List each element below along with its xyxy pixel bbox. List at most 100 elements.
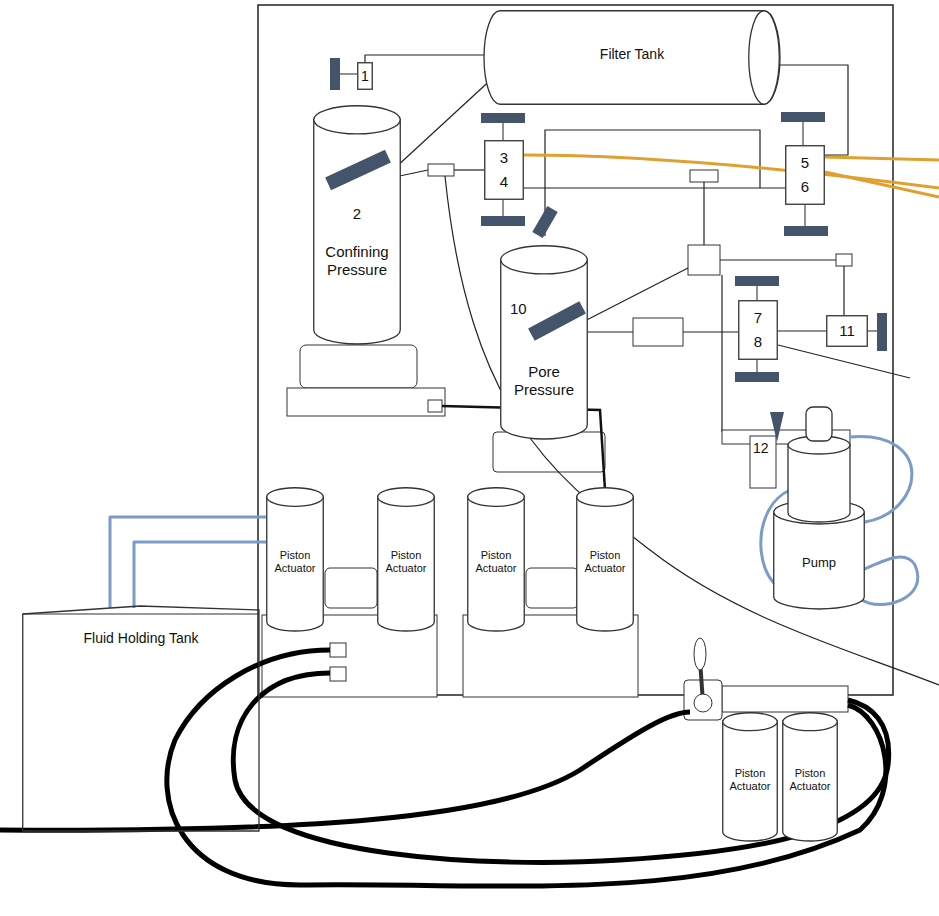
valve-stem (757, 286, 758, 300)
cylinder-body (267, 496, 324, 631)
lever-pivot (694, 694, 712, 712)
pore-pressure-vessel-outline (500, 245, 588, 440)
piston-actuator: Piston Actuator (377, 487, 435, 632)
callout-number: 10 (510, 300, 527, 318)
cylinder-top (501, 246, 588, 274)
pump-cap (806, 407, 832, 441)
cylinder-top (378, 488, 435, 507)
pipe-line (703, 182, 704, 245)
pump: Pump (773, 405, 865, 610)
coupler-block (526, 568, 578, 608)
node-content: 78 (738, 300, 778, 360)
fluid-holding-tank: Fluid Holding Tank (22, 600, 260, 832)
pipe-connector (110, 517, 266, 608)
signal-wire (778, 345, 910, 378)
node-content: Piston Actuator (576, 487, 634, 632)
vessel-base (287, 388, 445, 416)
part-label: Piston Actuator (725, 767, 775, 793)
callout-number: 12 (752, 440, 770, 456)
piston-actuator: Piston Actuator (782, 712, 838, 842)
part-label: Piston Actuator (785, 767, 835, 793)
vessel-pedestal (300, 345, 417, 388)
pipe-line (454, 169, 484, 170)
node-content: 2Confining Pressure (313, 105, 401, 345)
node-content: 34 (484, 140, 524, 200)
part-label: Pump (802, 555, 836, 571)
valve-handle (325, 150, 391, 191)
valve-stem (503, 123, 504, 140)
box-outline (786, 146, 825, 205)
part-label: Filter Tank (600, 46, 664, 63)
port (330, 643, 346, 657)
node-content: Piston Actuator (377, 487, 435, 632)
connector (690, 170, 718, 182)
valve-handle (481, 216, 525, 226)
pore-pressure-vessel: 10Pore Pressure (500, 245, 588, 440)
pipe-connector (778, 330, 826, 331)
valve-box: 11 (826, 315, 868, 347)
cylinder-body (314, 119, 401, 344)
part-label: Piston Actuator (269, 549, 321, 575)
connector (836, 254, 852, 266)
valve-handle (781, 112, 825, 122)
pump-base (774, 512, 865, 609)
valve-handle (528, 301, 586, 341)
valve-stem (868, 331, 877, 332)
callout-number: 1 (361, 68, 369, 85)
orange-cable (825, 157, 939, 160)
cylinder-body (501, 259, 588, 439)
valve-box: 56 (785, 145, 825, 205)
node-content: Piston Actuator (782, 712, 838, 842)
valve-box: 1 (357, 62, 373, 90)
coupler-block (325, 568, 377, 608)
valve-handle (784, 226, 828, 236)
valve-handle (532, 206, 557, 238)
port (330, 667, 346, 681)
cylinder-top (468, 488, 525, 507)
orange-cable (825, 172, 939, 197)
box-outline (827, 316, 868, 347)
cylinder-body (783, 721, 838, 841)
piston-actuator: Piston Actuator (576, 487, 634, 632)
box-outline (358, 63, 373, 90)
pipe-connector (134, 542, 266, 608)
callout-number: 6 (801, 178, 809, 196)
part-label: Confining Pressure (316, 243, 398, 279)
cylinder-body (378, 496, 435, 631)
lever-knob (694, 638, 706, 670)
part-label: Piston Actuator (380, 549, 432, 575)
valve-stem (340, 74, 357, 75)
pipe-connector (524, 187, 785, 188)
pipe-line (843, 266, 844, 315)
pipe-connector (778, 65, 848, 155)
node-content: 1 (357, 62, 373, 90)
node-content: Fluid Holding Tank (22, 600, 260, 832)
pipe-line (683, 331, 738, 332)
box-outline (739, 301, 778, 360)
pump-motor (788, 445, 850, 522)
node-content: Piston Actuator (722, 712, 778, 842)
manifold-bar (722, 686, 848, 712)
pipe-line (395, 75, 496, 168)
cylinder-top (267, 488, 324, 507)
pipe-line (545, 130, 760, 236)
valve-body (750, 436, 776, 488)
node-content: 11 (826, 315, 868, 347)
signal-wire (575, 268, 688, 326)
cylinder-body (468, 496, 525, 631)
node-content: Pump (773, 405, 865, 610)
valve-handle (735, 276, 779, 286)
valve-handle (877, 313, 887, 351)
part-label: Piston Actuator (470, 549, 522, 575)
filter-tank: Filter Tank (484, 10, 780, 105)
valve-stem (805, 205, 806, 226)
pipe-line (720, 259, 836, 260)
node-content: Piston Actuator (467, 487, 525, 632)
valve-handle (735, 372, 779, 382)
piston-actuator: Piston Actuator (467, 487, 525, 632)
cylinder-end (749, 11, 780, 105)
signal-wire (445, 176, 939, 685)
confining-pressure-vessel: 2Confining Pressure (313, 105, 401, 345)
connector (428, 164, 454, 176)
